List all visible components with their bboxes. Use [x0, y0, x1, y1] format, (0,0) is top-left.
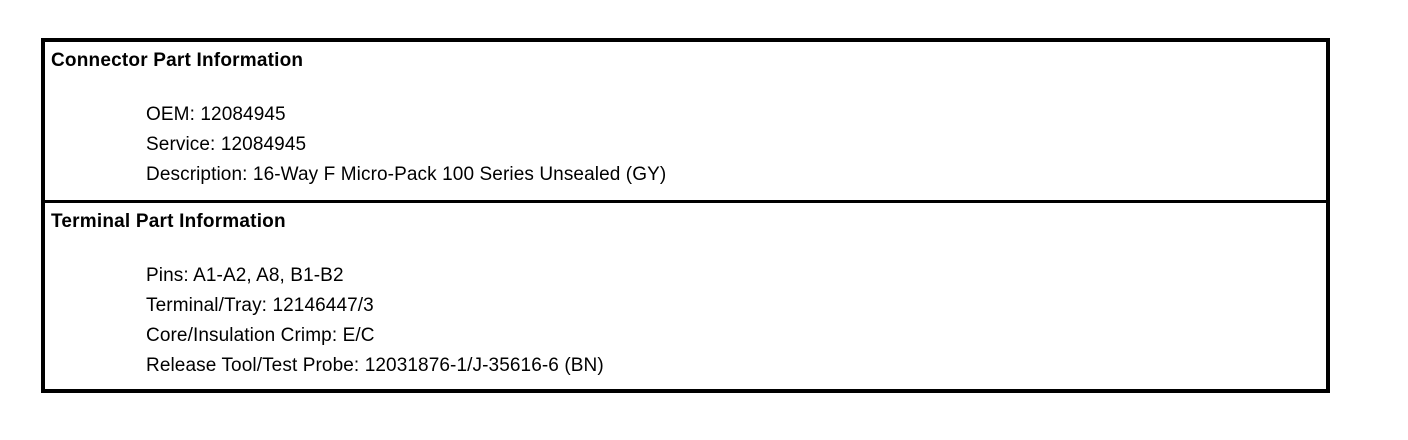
detail-label: Service:: [146, 134, 216, 155]
connector-section-heading: Connector Part Information: [51, 50, 304, 71]
detail-row-oem: OEM: 12084945: [146, 100, 1326, 130]
detail-label: OEM:: [146, 104, 195, 125]
detail-value: E/C: [342, 325, 375, 346]
detail-label: Core/Insulation Crimp:: [146, 325, 338, 346]
detail-value: 12084945: [220, 134, 307, 155]
detail-label: Description:: [146, 164, 248, 185]
detail-row-release-tool-test-probe: Release Tool/Test Probe: 12031876-1/J-35…: [146, 351, 1326, 381]
connector-part-information-section: Connector Part Information OEM: 12084945…: [45, 42, 1326, 200]
detail-row-service: Service: 12084945: [146, 130, 1326, 160]
terminal-section-heading: Terminal Part Information: [51, 211, 286, 232]
detail-label: Pins:: [146, 265, 189, 286]
detail-row-pins: Pins: A1-A2, A8, B1-B2: [146, 261, 1326, 291]
detail-value: 12146447/3: [272, 295, 374, 316]
detail-row-terminal-tray: Terminal/Tray: 12146447/3: [146, 291, 1326, 321]
detail-value: A1-A2, A8, B1-B2: [193, 265, 344, 286]
connector-detail-list: OEM: 12084945 Service: 12084945 Descript…: [45, 72, 1326, 200]
detail-label: Release Tool/Test Probe:: [146, 355, 360, 376]
terminal-detail-list: Pins: A1-A2, A8, B1-B2 Terminal/Tray: 12…: [45, 233, 1326, 389]
detail-label: Terminal/Tray:: [146, 295, 268, 316]
detail-value: 12084945: [200, 104, 286, 125]
detail-value: 16-Way F Micro-Pack 100 Series Unsealed …: [252, 164, 667, 185]
part-information-table: Connector Part Information OEM: 12084945…: [41, 38, 1330, 393]
terminal-part-information-section: Terminal Part Information Pins: A1-A2, A…: [45, 200, 1326, 389]
detail-value: 12031876-1/J-35616-6 (BN): [364, 355, 604, 376]
detail-row-description: Description: 16-Way F Micro-Pack 100 Ser…: [146, 160, 1326, 190]
detail-row-core-insulation-crimp: Core/Insulation Crimp: E/C: [146, 321, 1326, 351]
